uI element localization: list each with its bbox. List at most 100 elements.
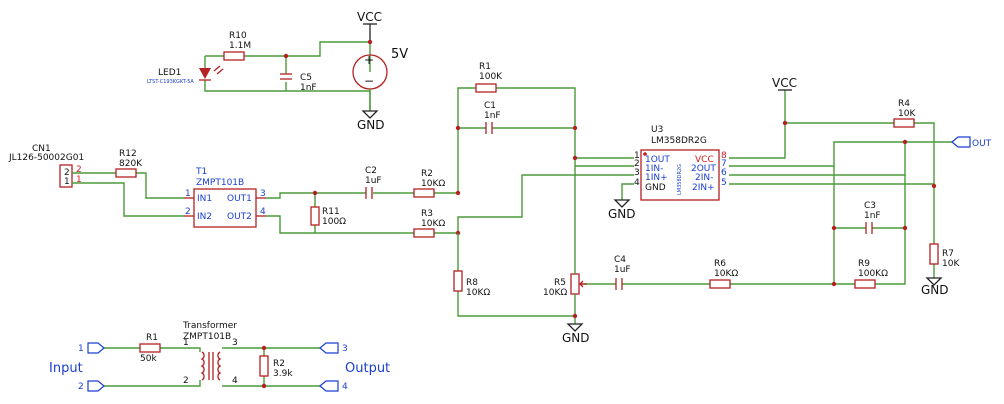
junction-dot (831, 281, 837, 287)
r8-name: R8 (466, 278, 478, 288)
port-1-label: 1 (78, 344, 84, 354)
r9-name: R9 (858, 259, 870, 269)
r3-name: R3 (421, 209, 433, 219)
t1-in1: IN1 (197, 194, 212, 204)
junction-dot (831, 225, 837, 231)
port-2-label: 2 (78, 382, 84, 392)
u3-2inp: 2IN+ (692, 183, 715, 193)
r4-value: 10K (898, 109, 916, 119)
r7-value: 10K (942, 259, 960, 269)
transformer-subtitle: ZMPT101B (183, 332, 231, 342)
junction-dot (902, 139, 908, 145)
led1-name: LED1 (158, 68, 181, 78)
c4-value: 1uF (614, 265, 631, 275)
port-3 (319, 342, 339, 354)
port-2 (87, 380, 105, 392)
u3-2inm: 2IN- (695, 173, 713, 183)
t1-in2: IN2 (197, 212, 212, 222)
u3-pin2: 2 (634, 159, 640, 169)
led1-diode (199, 65, 224, 81)
r5-potentiometer (570, 273, 587, 295)
c2-value: 1uF (365, 176, 382, 186)
r2-name: R2 (421, 169, 433, 179)
transformer-title: Transformer (182, 321, 237, 331)
r11-name: R11 (322, 207, 340, 217)
u3-2out: 2OUT (691, 164, 716, 174)
junction-dot (902, 225, 908, 231)
bottom-r1-resistor (139, 343, 161, 353)
u3-pin5: 5 (721, 178, 727, 188)
r12-resistor (115, 168, 137, 178)
gnd-top-label: GND (357, 118, 385, 132)
input-label: Input (49, 361, 83, 376)
cn1-name: CN1 (32, 144, 51, 154)
gnd-r7-label: GND (921, 283, 949, 297)
c4-name: C4 (614, 255, 626, 265)
transformer-pin2: 2 (183, 376, 189, 386)
bottom-r1-name: R1 (146, 333, 158, 343)
r10-name: R10 (229, 31, 247, 41)
battery-minus: − (364, 74, 374, 88)
t1-pin3: 3 (260, 189, 266, 199)
junction-dot (261, 345, 267, 351)
junction-dot (283, 53, 289, 59)
c3-capacitor (865, 222, 873, 234)
wire (457, 87, 576, 193)
junction-dot (455, 125, 461, 131)
t1-transformer-module: T1 ZMPT101B IN1 IN2 OUT1 OUT2 1 2 3 4 (184, 167, 266, 228)
u3-body (640, 149, 720, 201)
u3-1out: 1OUT (645, 155, 670, 165)
u3-pin4: 4 (634, 178, 640, 188)
r8-value: 10KΩ (466, 288, 490, 298)
wire (72, 172, 184, 217)
wire (104, 347, 320, 387)
cn1-pin2: 2 (76, 165, 82, 175)
c4-capacitor (615, 278, 623, 290)
r11-value: 100Ω (322, 217, 346, 227)
c1-capacitor (485, 122, 493, 134)
battery-plus: + (364, 53, 374, 67)
u3-1inp: 1IN+ (645, 173, 668, 183)
t1-out1: OUT1 (227, 194, 252, 204)
gnd-u3-label: GND (608, 207, 636, 221)
vcc-right-label: VCC (772, 76, 797, 90)
u3-part: LM358DR2G (651, 136, 707, 146)
port-4 (319, 380, 339, 392)
bottom-r2-value: 3.9k (273, 369, 293, 379)
junction-dot (367, 39, 373, 45)
u3-gnd: GND (645, 183, 666, 193)
cn1-inner-1: 1 (64, 177, 70, 187)
r9-value: 100KΩ (858, 269, 888, 279)
transformer-pin4: 4 (232, 376, 238, 386)
r7-name: R7 (942, 249, 954, 259)
junction-dot (572, 125, 578, 131)
bottom-r1-value: 50k (140, 354, 157, 364)
c3-value: 1nF (864, 211, 881, 221)
r1-resistor (475, 83, 497, 93)
c2-capacitor (365, 187, 373, 199)
junction-dot (572, 155, 578, 161)
r10-value: 1.1M (229, 41, 251, 51)
t1-pin4: 4 (260, 207, 266, 217)
t1-body (193, 188, 257, 228)
out-port (951, 136, 971, 148)
cn1-pin1: 1 (76, 175, 82, 185)
u3-pin8: 8 (721, 151, 727, 161)
t1-out2: OUT2 (227, 212, 252, 222)
u3-pin6: 6 (721, 168, 727, 178)
c5-capacitor (280, 73, 292, 80)
c5-value: 1nF (300, 83, 317, 93)
u3-1inm: 1IN- (645, 164, 663, 174)
c3-name: C3 (864, 201, 876, 211)
junction-dot (931, 183, 937, 189)
junction-dot (261, 383, 267, 389)
t1-name: T1 (195, 167, 207, 177)
r7-resistor (929, 243, 939, 265)
t1-part: ZMPT101B (196, 178, 244, 188)
bottom-r2-name: R2 (273, 359, 285, 369)
r5-name: R5 (554, 278, 566, 288)
r2-value: 10KΩ (421, 179, 445, 189)
junction-dot (572, 313, 578, 319)
